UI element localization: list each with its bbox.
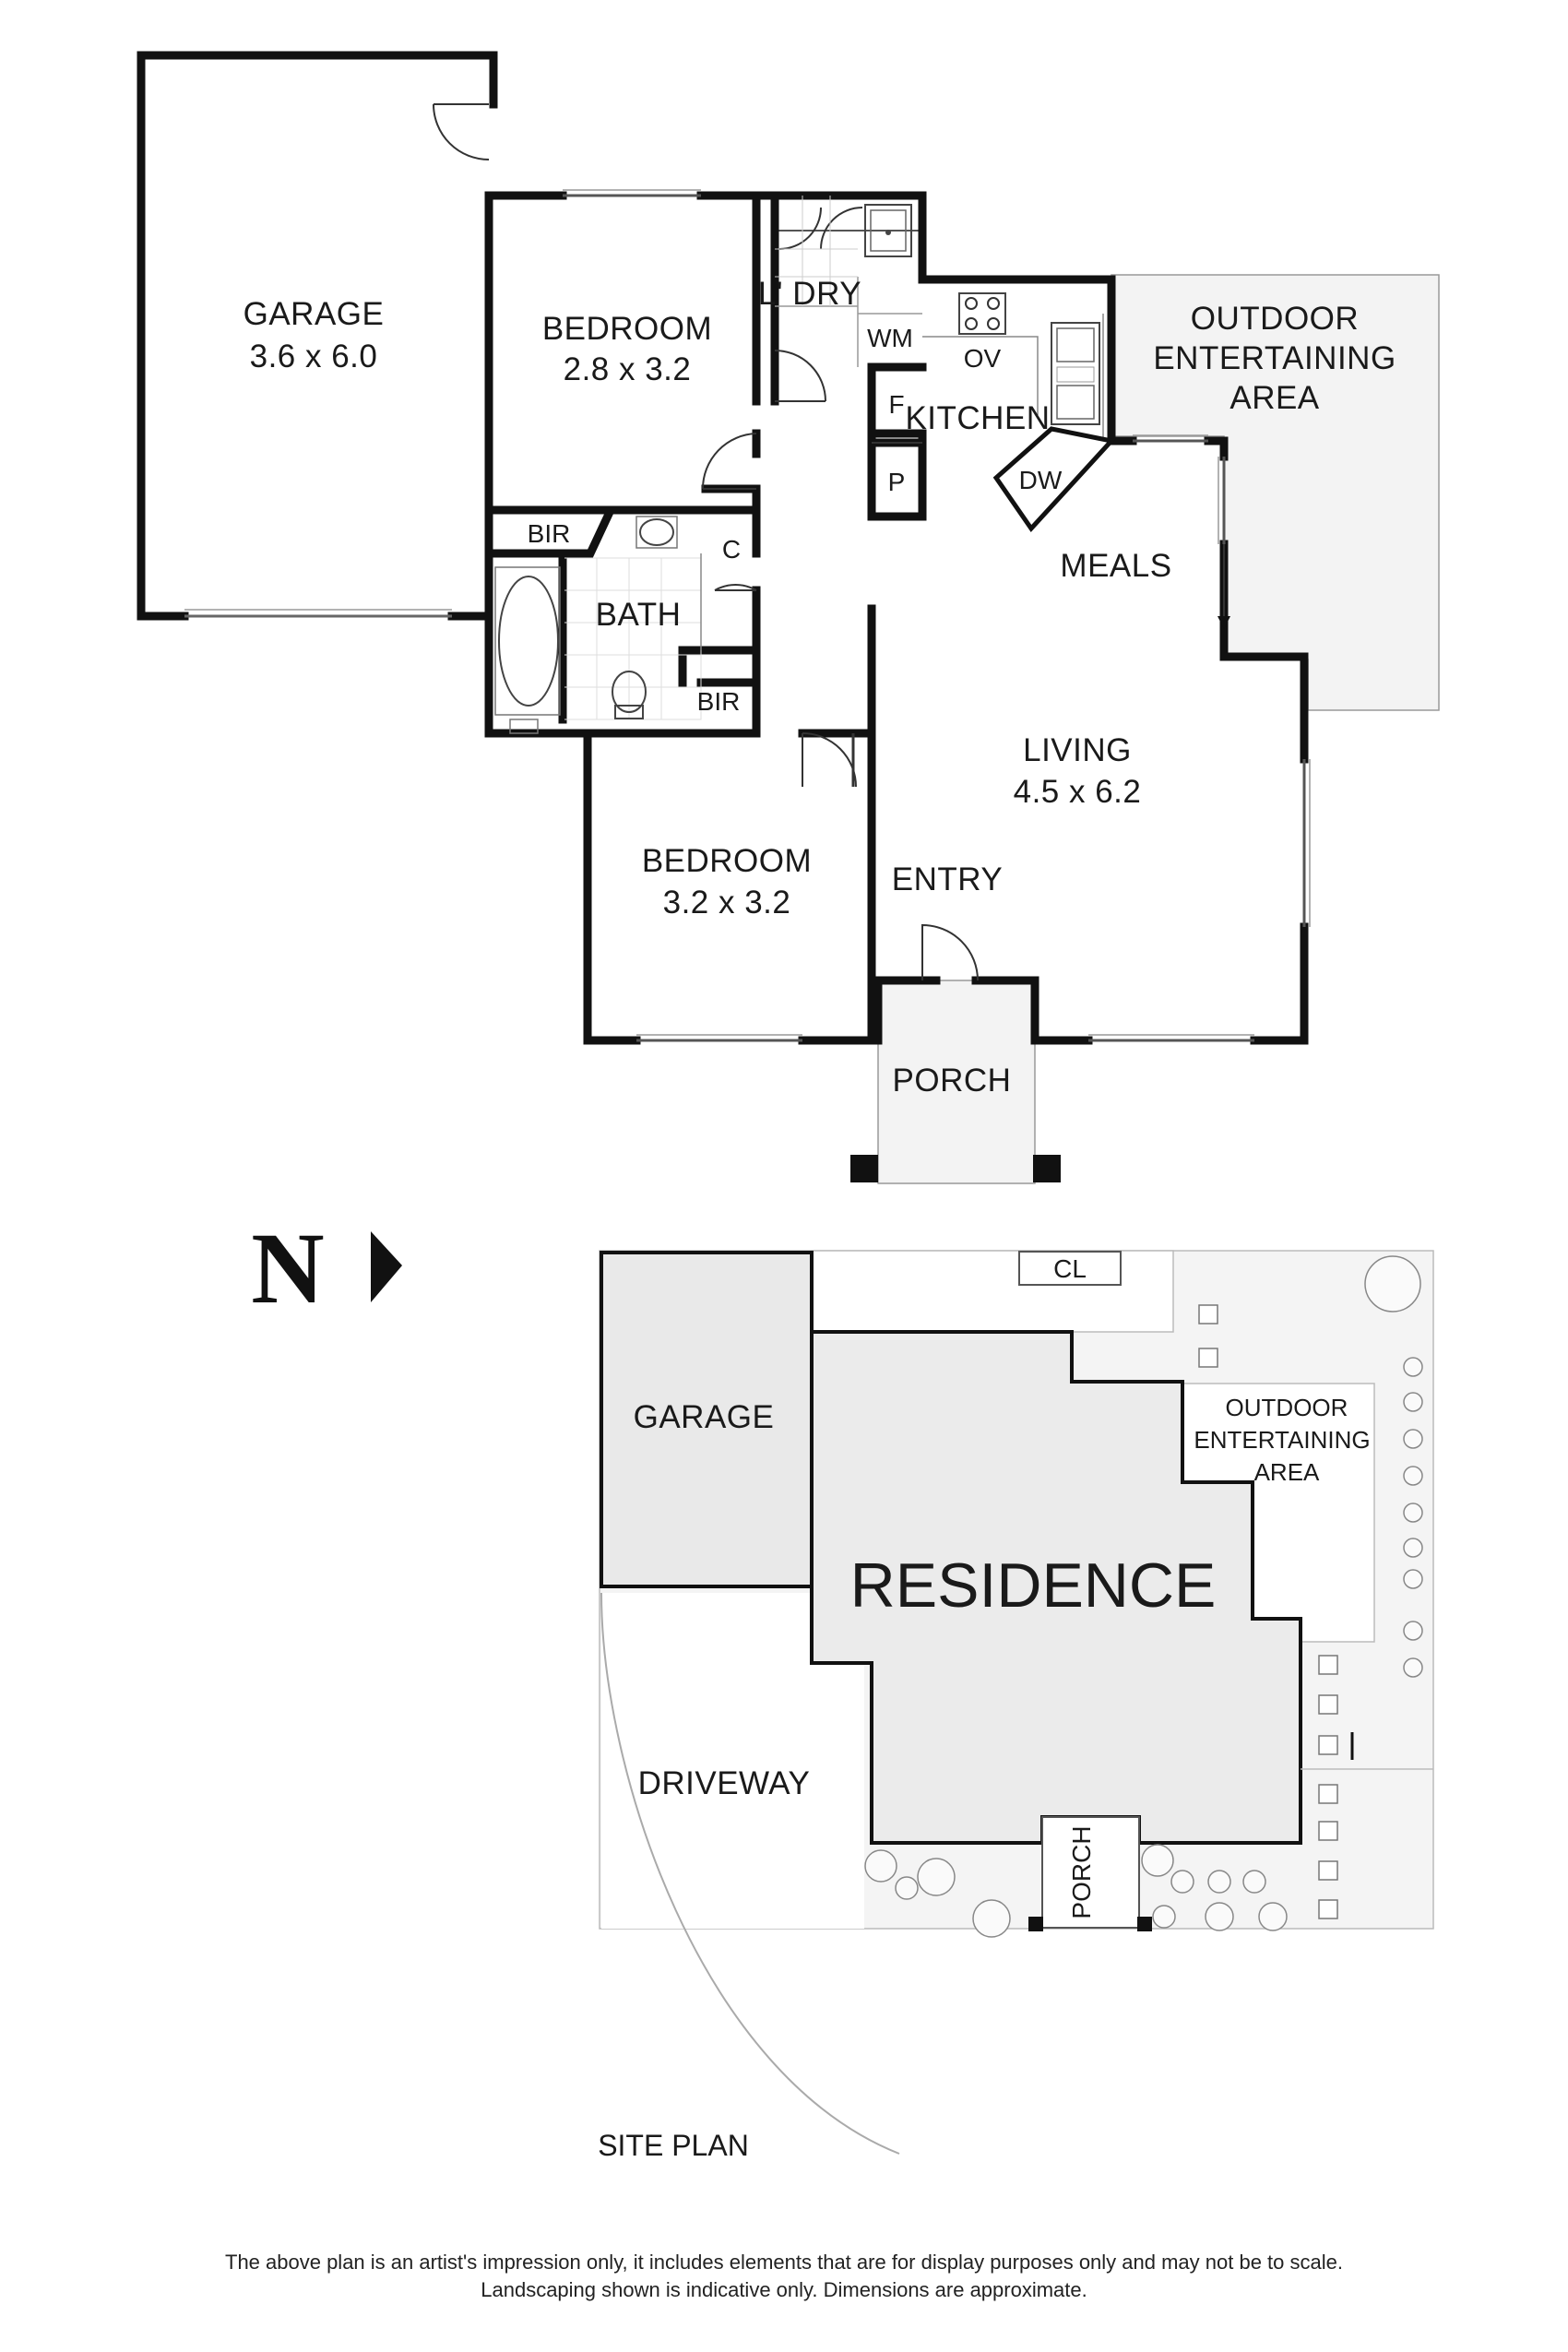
site-garage: [600, 1251, 814, 1588]
outdoor-label-2: ENTERTAINING: [1153, 340, 1396, 376]
bath-basin: [639, 518, 674, 546]
north-letter: N: [251, 1212, 324, 1324]
meals-label: MEALS: [1060, 548, 1171, 584]
living-label: LIVING: [1023, 732, 1132, 768]
site-outdoor-label-2: ENTERTAINING: [1194, 1426, 1370, 1454]
laundry-label: L' DRY: [758, 276, 861, 312]
floor-plan: GARAGE 3.6 x 6.0 BEDROOM 2.8 x 3.2 L' DR…: [137, 51, 1440, 1184]
shrubs: [864, 1255, 1423, 1938]
oven-label: OV: [964, 344, 1002, 373]
site-cl-label: CL: [1053, 1254, 1087, 1283]
site-residence-label: RESIDENCE: [850, 1550, 1217, 1621]
garage-walls: [137, 51, 498, 621]
garage-size: 3.6 x 6.0: [250, 339, 378, 374]
north-arrow: N: [251, 1212, 402, 1324]
bedroom1-label: BEDROOM: [542, 311, 712, 347]
bedroom2-size: 3.2 x 3.2: [663, 885, 791, 921]
kitchen-sink: [1051, 322, 1100, 425]
disclaimer-line-1: The above plan is an artist's impression…: [225, 2251, 1343, 2274]
cooktop: [958, 292, 1006, 335]
garage-entry-door: [433, 103, 490, 160]
site-outdoor-label-1: OUTDOOR: [1226, 1394, 1348, 1421]
living-size: 4.5 x 6.2: [1014, 774, 1142, 810]
linen-label: C: [722, 535, 741, 564]
outdoor-label-1: OUTDOOR: [1191, 301, 1359, 337]
bath-label: BATH: [596, 597, 682, 633]
outdoor-label-3: AREA: [1229, 380, 1319, 416]
site-outdoor-label-3: AREA: [1254, 1458, 1320, 1486]
laundry-door-1: [774, 350, 826, 402]
porch-post-right: [1033, 1155, 1061, 1182]
fridge-label: F: [888, 390, 904, 419]
north-arrow-icon: [371, 1231, 402, 1302]
kitchen-bench: [922, 336, 1039, 415]
disclaimer-line-2: Landscaping shown is indicative only. Di…: [481, 2278, 1087, 2301]
laundry-door-2: [778, 207, 822, 250]
garage-label: GARAGE: [244, 296, 385, 332]
entry-label: ENTRY: [892, 861, 1004, 897]
site-porch-label: PORCH: [1067, 1825, 1096, 1918]
dishwasher-label: DW: [1019, 466, 1063, 494]
pantry-label: P: [888, 468, 906, 496]
bedroom2-label: BEDROOM: [642, 843, 812, 879]
bathtub: [498, 576, 559, 707]
bedroom1-walls: [701, 191, 761, 515]
dishwasher-island: [992, 426, 1116, 533]
bir1-label: BIR: [528, 519, 571, 548]
site-residence: [810, 1330, 1302, 1845]
porch-label: PORCH: [893, 1063, 1012, 1099]
clothesline: [1018, 1251, 1122, 1286]
site-driveway-label: DRIVEWAY: [638, 1765, 811, 1801]
bedroom2-door: [802, 732, 857, 788]
bedroom1-door: [702, 433, 757, 490]
paver-squares: [1198, 1304, 1338, 1919]
porch-area: [877, 980, 1036, 1184]
site-garage-label: GARAGE: [634, 1399, 775, 1435]
laundry-tub: [864, 204, 912, 257]
bir2-label: BIR: [697, 687, 741, 716]
bedroom1-size: 2.8 x 3.2: [564, 351, 692, 387]
toilet: [612, 671, 647, 713]
porch-post-left: [850, 1155, 878, 1182]
kitchen-label: KITCHEN: [905, 400, 1050, 436]
site-plan-title: SITE PLAN: [598, 2129, 749, 2162]
site-porch: [1041, 1816, 1140, 1929]
site-plan: CL GARAGE OUTDOOR ENTERTAINING AREA RESI…: [598, 1250, 1434, 2162]
wm-label: WM: [867, 324, 913, 352]
entry-door: [921, 923, 979, 981]
